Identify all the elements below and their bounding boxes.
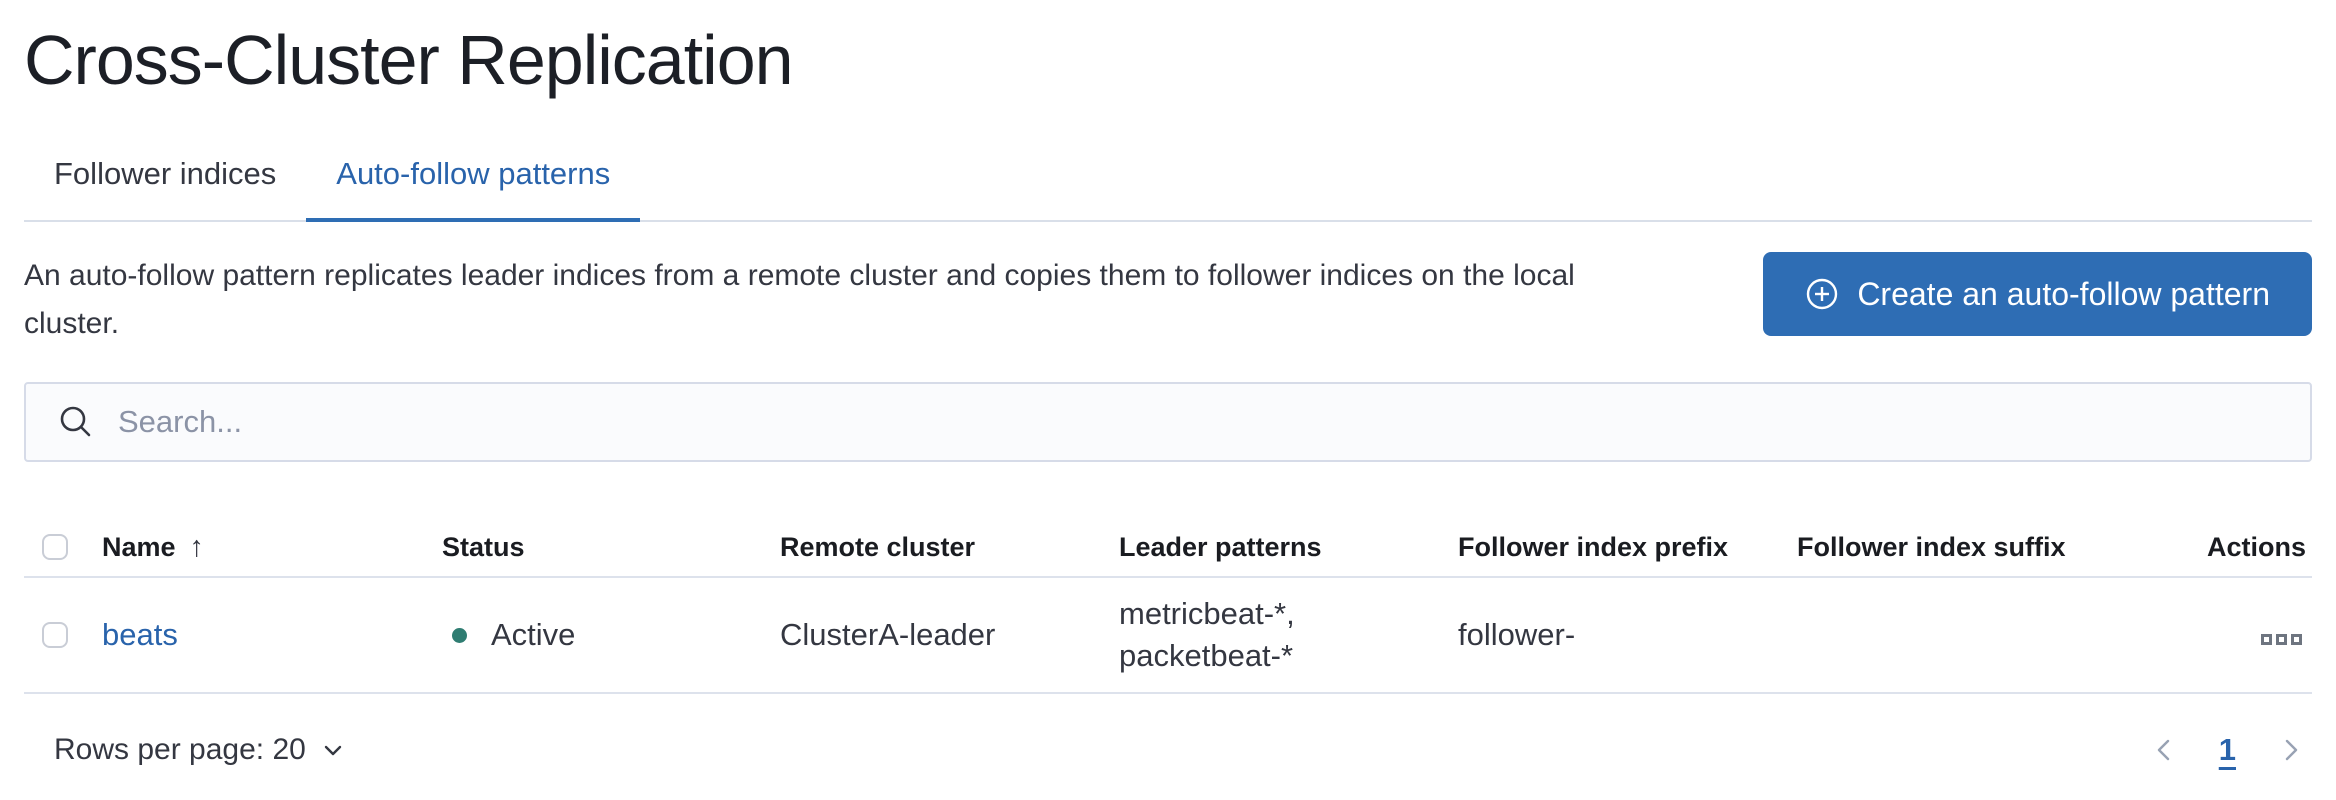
tab-auto-follow-patterns[interactable]: Auto-follow patterns xyxy=(306,126,641,222)
follower-index-prefix-cell: follower- xyxy=(1458,617,1576,652)
column-header-name-label: Name xyxy=(102,531,176,562)
column-header-status: Status xyxy=(442,531,525,562)
pagination: 1 xyxy=(2149,732,2306,768)
remote-cluster-cell: ClusterA-leader xyxy=(780,617,996,652)
select-all-checkbox[interactable] xyxy=(42,534,68,560)
column-header-follower-index-prefix: Follower index prefix xyxy=(1458,531,1729,562)
page-title: Cross-Cluster Replication xyxy=(24,21,794,99)
row-select-cell xyxy=(24,622,102,648)
intro-description: An auto-follow pattern replicates leader… xyxy=(24,259,1575,340)
tab-bar: Follower indices Auto-follow patterns xyxy=(24,126,2312,222)
leader-patterns-cell: metricbeat-*, packetbeat-* xyxy=(1119,593,1458,677)
column-header-actions: Actions xyxy=(2206,531,2306,562)
search-bar xyxy=(24,382,2312,462)
cross-cluster-replication-page: Cross-Cluster Replication Follower indic… xyxy=(0,18,2336,768)
auto-follow-patterns-table: Name ↑ Status Remote cluster Leader patte… xyxy=(24,518,2312,694)
chevron-down-icon xyxy=(320,737,346,763)
column-header-name[interactable]: Name ↑ xyxy=(102,531,442,564)
status-cell: Active xyxy=(442,617,780,653)
pattern-name-cell: beats xyxy=(102,617,442,653)
table-row: beats Active ClusterA-leader metricbeat-… xyxy=(24,578,2312,694)
search-icon xyxy=(58,404,94,440)
status-label: Active xyxy=(491,617,576,652)
row-actions-cell xyxy=(2136,617,2312,653)
page-number-button[interactable]: 1 xyxy=(2218,732,2236,767)
select-all-cell xyxy=(24,534,102,560)
table-header-row: Name ↑ Status Remote cluster Leader patte… xyxy=(24,518,2312,578)
sort-ascending-icon: ↑ xyxy=(189,530,205,563)
row-checkbox[interactable] xyxy=(42,622,68,648)
intro-section: An auto-follow pattern replicates leader… xyxy=(24,252,2312,348)
column-header-leader-patterns: Leader patterns xyxy=(1119,531,1322,562)
column-header-remote-cluster: Remote cluster xyxy=(780,531,976,562)
status-active-dot-icon xyxy=(452,627,467,643)
previous-page-button[interactable] xyxy=(2149,735,2179,765)
plus-in-circle-icon xyxy=(1805,277,1839,311)
rows-per-page-label: Rows per page: 20 xyxy=(54,733,306,766)
pattern-name-link[interactable]: beats xyxy=(102,617,178,652)
table-footer: Rows per page: 20 1 xyxy=(24,694,2312,768)
chevron-right-icon xyxy=(2285,739,2298,761)
column-header-follower-index-suffix: Follower index suffix xyxy=(1797,531,2066,562)
create-button-label: Create an auto-follow pattern xyxy=(1857,275,2270,312)
search-input[interactable] xyxy=(118,404,2310,440)
chevron-left-icon xyxy=(2157,739,2169,761)
next-page-button[interactable] xyxy=(2276,735,2306,765)
create-auto-follow-pattern-button[interactable]: Create an auto-follow pattern xyxy=(1763,252,2312,336)
rows-per-page-selector[interactable]: Rows per page: 20 xyxy=(54,733,346,767)
leader-patterns-value: metricbeat-*, packetbeat-* xyxy=(1119,596,1295,673)
tab-follower-indices[interactable]: Follower indices xyxy=(54,156,277,191)
row-actions-icon[interactable] xyxy=(2257,630,2306,649)
